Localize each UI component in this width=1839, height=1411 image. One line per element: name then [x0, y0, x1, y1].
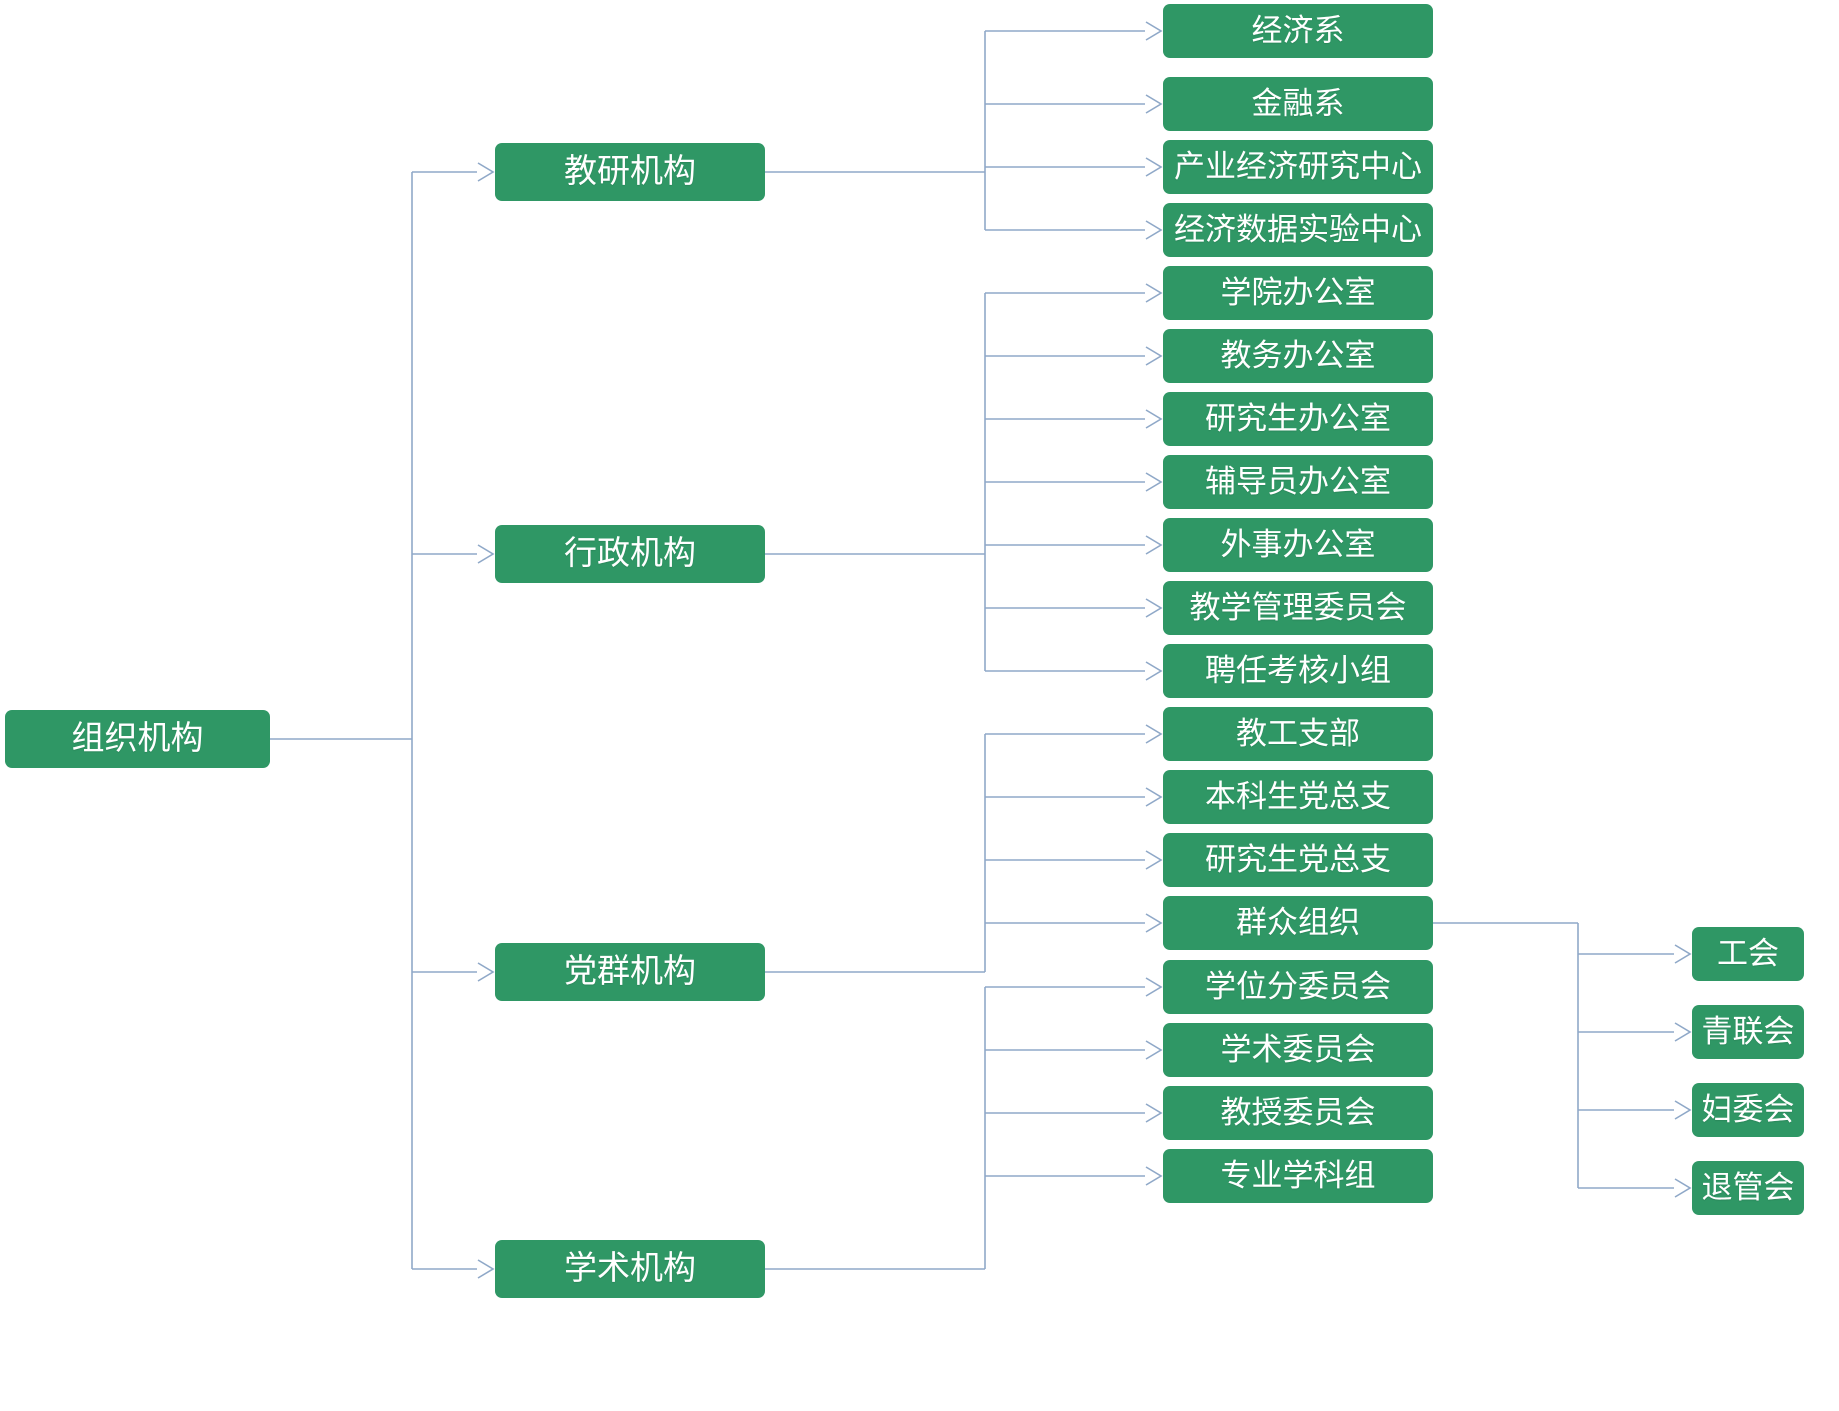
- node-unit-1-6[interactable]: 聘任考核小组: [1163, 644, 1433, 698]
- node-mass-org-2[interactable]: 妇委会: [1692, 1083, 1804, 1137]
- node-mass-org-3[interactable]: 退管会: [1692, 1161, 1804, 1215]
- node-unit-1-3[interactable]: 辅导员办公室: [1163, 455, 1433, 509]
- node-unit-2-1[interactable]: 本科生党总支: [1163, 770, 1433, 824]
- node-branch-2[interactable]: 党群机构: [495, 943, 765, 1001]
- node-unit-2-2[interactable]: 研究生党总支: [1163, 833, 1433, 887]
- node-unit-2-3[interactable]: 群众组织: [1163, 896, 1433, 950]
- node-branch-0[interactable]: 教研机构: [495, 143, 765, 201]
- node-unit-1-4[interactable]: 外事办公室: [1163, 518, 1433, 572]
- node-mass-org-1[interactable]: 青联会: [1692, 1005, 1804, 1059]
- node-unit-0-2[interactable]: 产业经济研究中心: [1163, 140, 1433, 194]
- node-root[interactable]: 组织机构: [5, 710, 270, 768]
- node-unit-3-1[interactable]: 学术委员会: [1163, 1023, 1433, 1077]
- node-mass-org-0[interactable]: 工会: [1692, 927, 1804, 981]
- node-unit-2-0[interactable]: 教工支部: [1163, 707, 1433, 761]
- node-unit-3-0[interactable]: 学位分委员会: [1163, 960, 1433, 1014]
- node-unit-1-0[interactable]: 学院办公室: [1163, 266, 1433, 320]
- node-unit-3-3[interactable]: 专业学科组: [1163, 1149, 1433, 1203]
- node-unit-1-2[interactable]: 研究生办公室: [1163, 392, 1433, 446]
- node-unit-3-2[interactable]: 教授委员会: [1163, 1086, 1433, 1140]
- node-branch-3[interactable]: 学术机构: [495, 1240, 765, 1298]
- node-unit-0-1[interactable]: 金融系: [1163, 77, 1433, 131]
- node-unit-0-0[interactable]: 经济系: [1163, 4, 1433, 58]
- node-unit-1-5[interactable]: 教学管理委员会: [1163, 581, 1433, 635]
- node-unit-1-1[interactable]: 教务办公室: [1163, 329, 1433, 383]
- node-branch-1[interactable]: 行政机构: [495, 525, 765, 583]
- node-unit-0-3[interactable]: 经济数据实验中心: [1163, 203, 1433, 257]
